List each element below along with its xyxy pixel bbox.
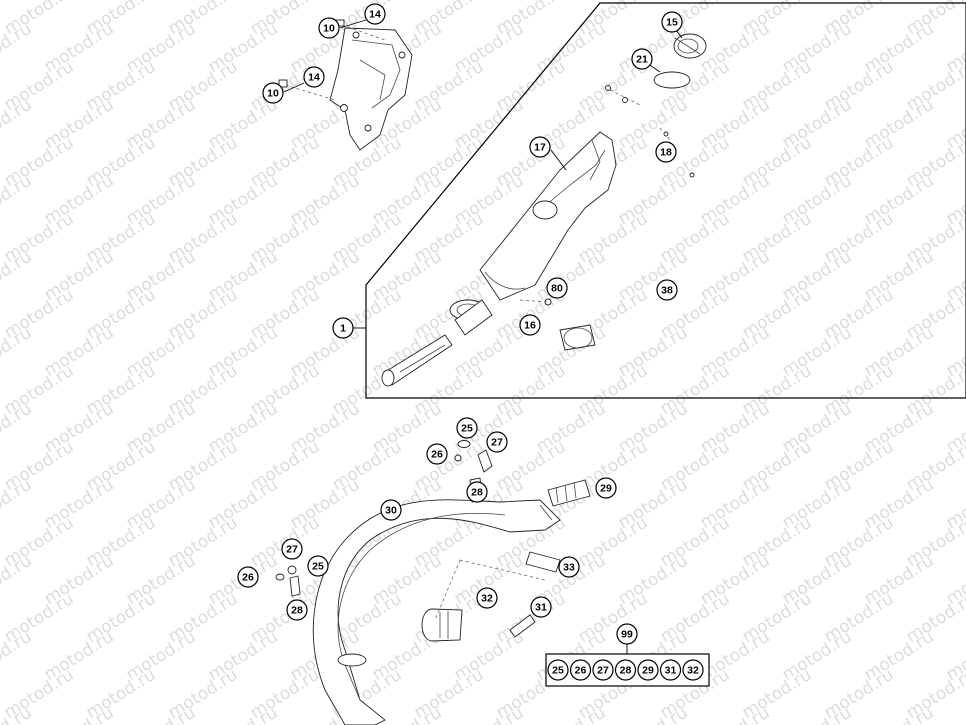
callout-14: 14 [303, 66, 325, 88]
callout-99-label: 99 [621, 629, 633, 641]
callout-16: 16 [519, 314, 541, 336]
callout-27: 27 [281, 538, 303, 560]
callout-17-label: 17 [534, 142, 546, 154]
callout-10: 10 [318, 17, 340, 39]
clamp-nut [519, 298, 552, 306]
callout-26-label: 26 [242, 572, 254, 584]
callout-15: 15 [661, 11, 683, 33]
callout-14-label: 14 [308, 72, 320, 84]
callout-16-label: 16 [524, 320, 536, 332]
callout-33-label: 33 [563, 562, 575, 574]
callout-10: 10 [262, 82, 284, 104]
callout-30-label: 30 [385, 505, 397, 517]
callout-10-label: 10 [323, 23, 335, 35]
silencer-body [479, 131, 617, 301]
callout-38-label: 38 [661, 285, 673, 297]
callout-10-label: 10 [267, 88, 279, 100]
callout-18: 18 [655, 141, 677, 163]
callout-14-label: 14 [369, 9, 381, 21]
mount-parts-left [275, 565, 301, 597]
kit-item-31-label: 31 [665, 665, 677, 677]
kit-item-27: 27 [592, 659, 614, 681]
callout-28-label: 28 [291, 605, 303, 617]
callout-32-label: 32 [481, 593, 493, 605]
kit-item-32: 32 [682, 659, 704, 681]
mount-washer-upper [454, 440, 471, 462]
callout-25-label: 25 [312, 561, 324, 573]
end-cap-gasket [653, 71, 691, 89]
callout-99: 99 [616, 623, 638, 645]
kit-item-28: 28 [614, 659, 637, 681]
callout-27-label: 27 [286, 544, 298, 556]
kit-item-28-label: 28 [620, 665, 632, 677]
callout-14: 14 [364, 3, 386, 25]
callout-25-label: 25 [461, 423, 473, 435]
callout-29: 29 [595, 477, 617, 499]
exhaust-seal [547, 479, 591, 507]
silencer-end-cap [673, 33, 707, 59]
callout-38: 38 [656, 279, 678, 301]
callout-28: 28 [286, 599, 308, 621]
hose-clamp [559, 324, 596, 351]
callout-25: 25 [307, 555, 329, 577]
callout-28: 28 [466, 481, 488, 503]
small-spring [509, 614, 536, 638]
callout-21: 21 [631, 48, 653, 70]
silencer-screws [605, 85, 695, 178]
kit-item-31: 31 [659, 659, 682, 681]
kit-item-26: 26 [569, 659, 592, 681]
callout-18-label: 18 [660, 147, 672, 159]
kit-item-29-label: 29 [642, 665, 654, 677]
callout-17: 17 [529, 136, 551, 158]
callout-31: 31 [530, 596, 552, 618]
callout-1-label: 1 [340, 323, 346, 335]
callout-15-label: 15 [666, 17, 678, 29]
kit-item-25-label: 25 [552, 665, 564, 677]
kit-item-32-label: 32 [687, 665, 699, 677]
kit-item-25: 25 [547, 659, 569, 681]
callout-26: 26 [426, 443, 448, 465]
callout-80-label: 80 [551, 283, 563, 295]
callout-30: 30 [380, 499, 402, 521]
callout-33: 33 [558, 556, 580, 578]
kit-item-27-label: 27 [597, 665, 609, 677]
connecting-pipe [381, 299, 493, 387]
exhaust-gasket-ring [421, 559, 546, 642]
kit-item-26-label: 26 [575, 665, 587, 677]
callout-28-label: 28 [471, 487, 483, 499]
callout-26: 26 [237, 566, 259, 588]
callout-1: 1 [332, 317, 354, 339]
callout-32: 32 [476, 587, 498, 609]
callout-27-label: 27 [491, 437, 503, 449]
callout-27: 27 [486, 431, 508, 453]
callout-31-label: 31 [535, 602, 547, 614]
kit-item-29: 29 [637, 659, 659, 681]
silencer-bracket [329, 27, 413, 151]
silencer-assembly-frame [365, 2, 966, 399]
callout-21-label: 21 [636, 54, 648, 66]
callout-26-label: 26 [431, 449, 443, 461]
callout-80: 80 [546, 277, 568, 299]
callout-29-label: 29 [600, 483, 612, 495]
callout-25: 25 [456, 417, 478, 439]
exhaust-spring [525, 551, 561, 573]
